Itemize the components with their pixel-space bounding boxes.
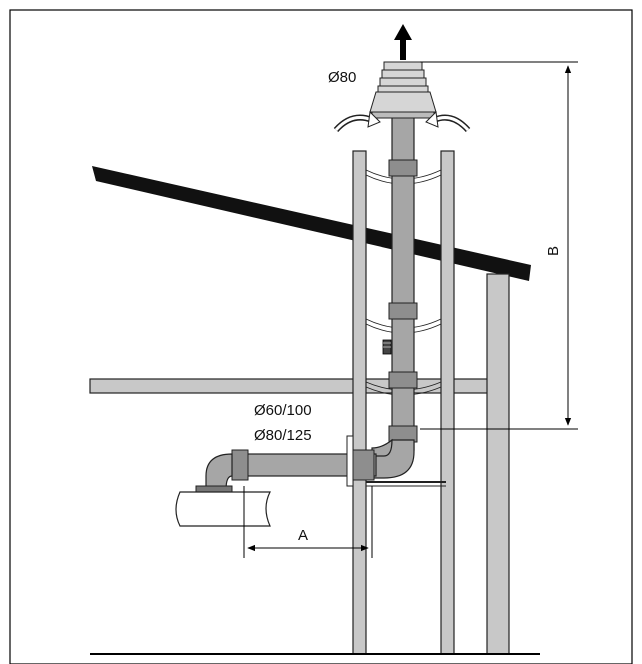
inspection-hatch [382, 339, 392, 355]
boiler-elbow [205, 453, 233, 491]
wall-passage-bracket [346, 435, 446, 487]
boiler-unit [175, 491, 271, 527]
horizontal-coupling [351, 449, 375, 481]
pipe-couplings [388, 159, 418, 443]
terminal-diameter-label: Ø80 [328, 69, 356, 86]
diagram-frame [9, 9, 633, 664]
boiler-side-coupling [231, 449, 249, 481]
roof-beam [92, 166, 531, 281]
dimension-b [420, 61, 578, 430]
pipe-diameter-label-2: Ø80/125 [254, 427, 312, 444]
dimension-a [243, 486, 373, 558]
dimension-a-label: A [298, 527, 308, 544]
curved-arrow-icon [333, 110, 471, 133]
shaft-wall-left [352, 150, 367, 655]
arrow-up-icon [394, 24, 412, 60]
support-post [486, 273, 510, 655]
shaft-wall-right [440, 150, 455, 655]
pipe-diameter-label-1: Ø60/100 [254, 402, 312, 419]
dimension-b-label: B [545, 246, 562, 256]
